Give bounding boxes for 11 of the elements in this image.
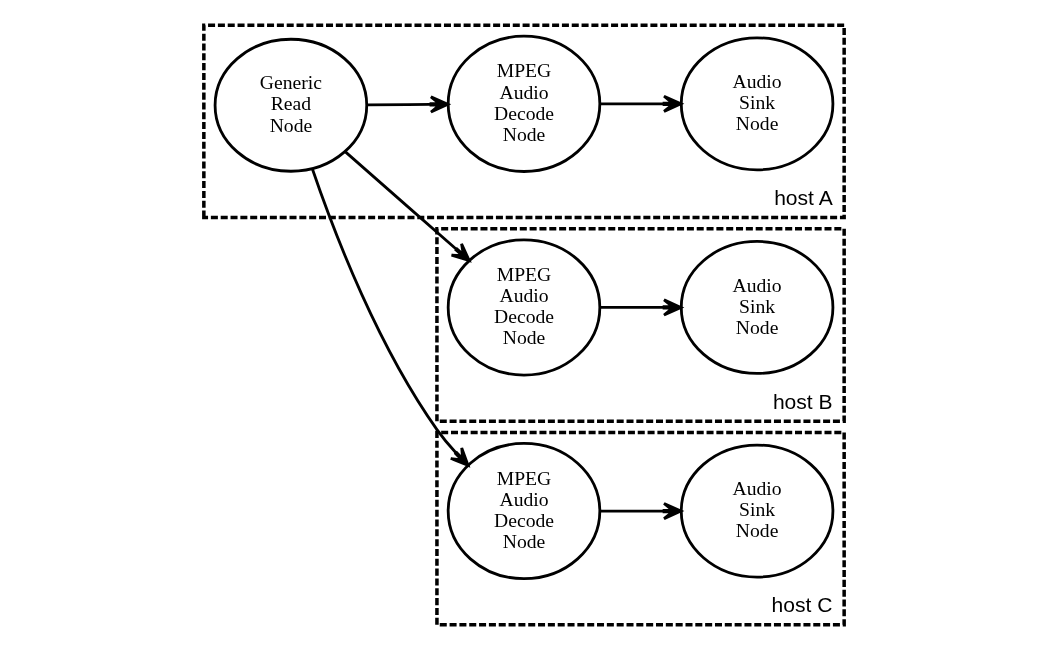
node-ellipse: MPEG Audio Decode Node [446,34,601,173]
arrow [366,95,449,114]
node-ellipse: Audio Sink Node [679,36,834,172]
arrow [599,502,682,521]
arrow [310,168,469,467]
node-ellipse: Generic Read Node [213,37,368,173]
arrow [599,94,682,113]
arrow [599,298,682,317]
arrow [343,150,471,262]
node-ellipse: Audio Sink Node [679,240,834,375]
node-ellipse: Audio Sink Node [679,443,834,579]
